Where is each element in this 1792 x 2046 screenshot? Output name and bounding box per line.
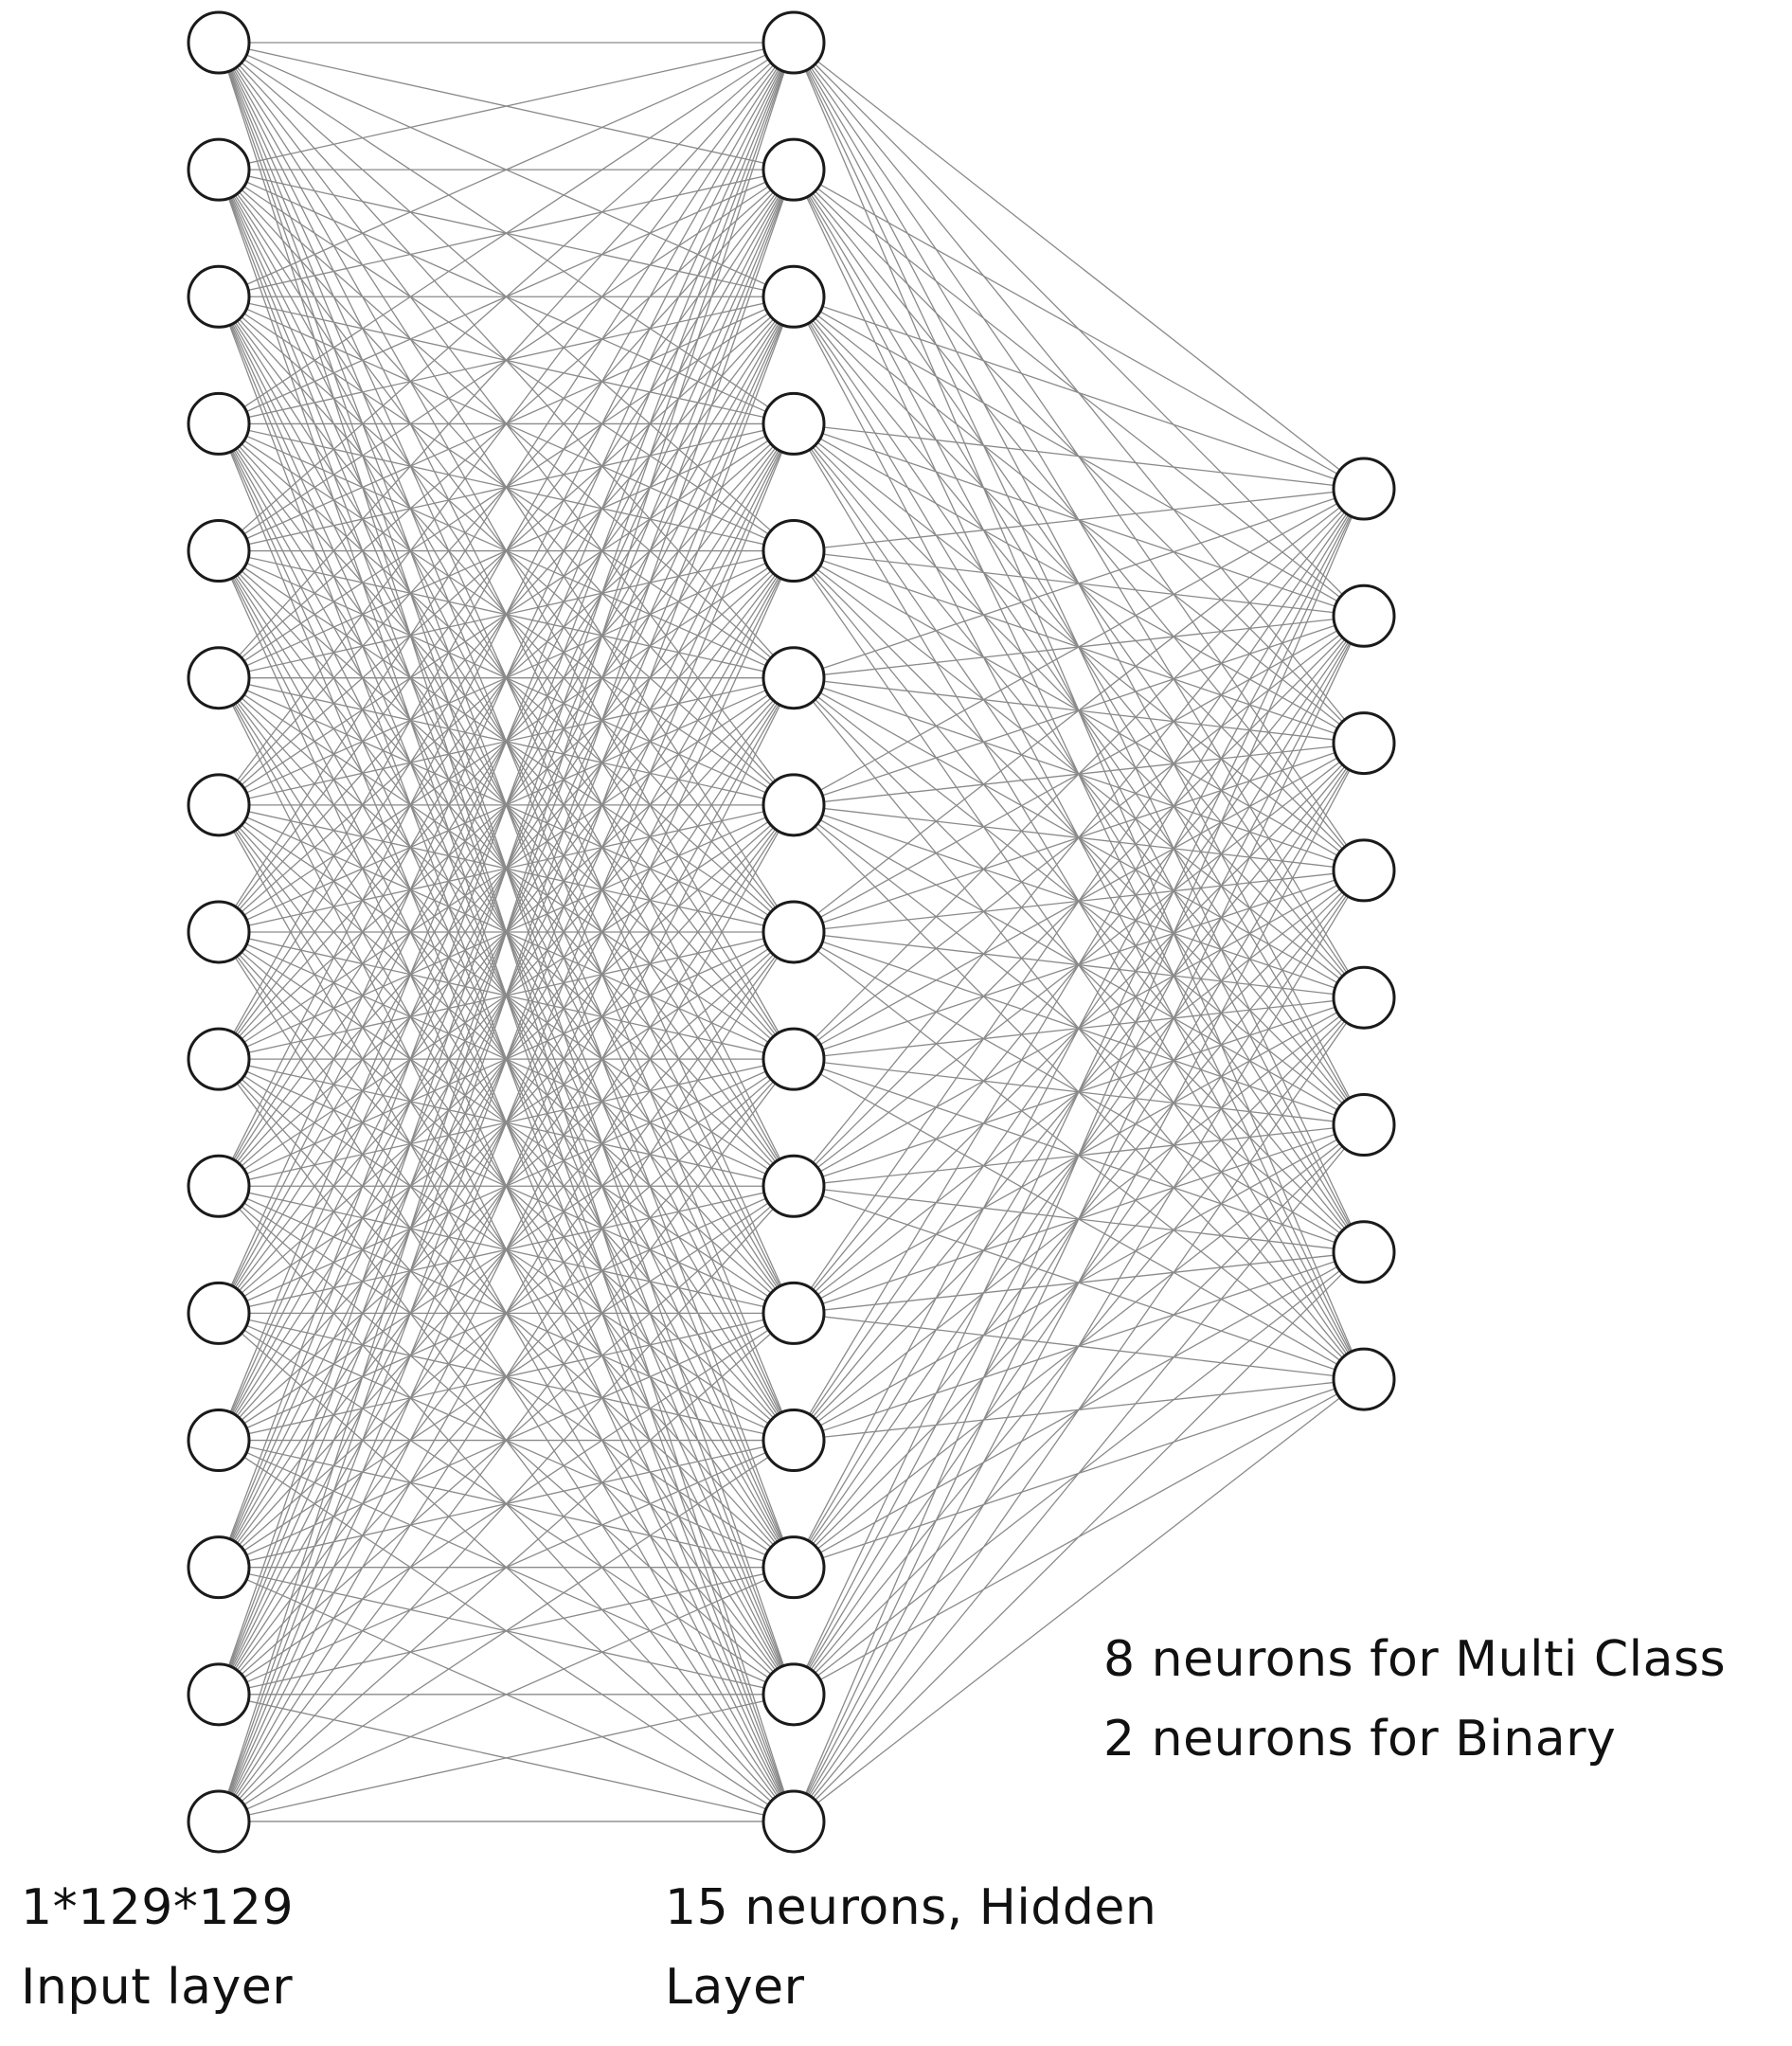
connection-input-15-to-hidden-11	[218, 1312, 795, 1822]
input-neuron-13	[187, 1535, 251, 1600]
hidden-neuron-8	[762, 900, 826, 964]
output-neuron-1	[1332, 457, 1396, 521]
input-layer-label-line-2: Input layer	[21, 1959, 294, 2016]
connection-hidden-7-to-output-1	[793, 488, 1365, 806]
connection-hidden-15-to-output-2	[793, 616, 1365, 1822]
connection-input-6-to-hidden-1	[218, 42, 795, 679]
hidden-neuron-13	[762, 1535, 826, 1600]
connection-hidden-14-to-output-1	[793, 488, 1365, 1696]
connection-hidden-10-to-output-1	[793, 488, 1365, 1187]
hidden-neuron-15	[762, 1789, 826, 1854]
hidden-neuron-12	[762, 1409, 826, 1473]
connection-input-3-to-hidden-1	[218, 42, 795, 297]
connection-hidden-6-to-output-1	[793, 488, 1365, 679]
connection-input-7-to-hidden-1	[218, 42, 795, 806]
input-layer-label: 1*129*129 Input layer	[21, 1868, 294, 2027]
input-neuron-9	[187, 1027, 251, 1091]
input-layer-label-line-1: 1*129*129	[21, 1879, 295, 1936]
connection-input-15-to-hidden-5	[218, 550, 795, 1822]
connection-hidden-11-to-output-1	[793, 488, 1365, 1314]
input-neuron-6	[187, 646, 251, 710]
connection-input-12-to-hidden-1	[218, 42, 795, 1441]
connection-hidden-15-to-output-8	[793, 1378, 1365, 1822]
connection-input-13-to-hidden-1	[218, 42, 795, 1568]
output-neuron-6	[1332, 1093, 1396, 1157]
connection-hidden-15-to-output-4	[793, 870, 1365, 1822]
hidden-neuron-5	[762, 519, 826, 583]
connection-hidden-13-to-output-1	[793, 488, 1365, 1568]
output-neuron-5	[1332, 965, 1396, 1030]
input-neuron-10	[187, 1154, 251, 1218]
hidden-neuron-7	[762, 773, 826, 837]
connection-hidden-4-to-output-1	[793, 422, 1365, 490]
connection-input-11-to-hidden-1	[218, 42, 795, 1314]
input-neuron-2	[187, 137, 251, 202]
connection-hidden-15-to-output-1	[793, 488, 1365, 1822]
input-neuron-3	[187, 264, 251, 329]
connection-hidden-12-to-output-1	[793, 488, 1365, 1441]
input-neuron-15	[187, 1789, 251, 1854]
connection-hidden-15-to-output-7	[793, 1251, 1365, 1822]
input-neuron-4	[187, 391, 251, 456]
connection-input-15-to-hidden-6	[218, 677, 795, 1822]
connection-input-5-to-hidden-1	[218, 42, 795, 552]
connection-input-9-to-hidden-1	[218, 42, 795, 1060]
connection-input-15-to-hidden-1	[218, 42, 795, 1822]
connection-input-15-to-hidden-3	[218, 296, 795, 1822]
connection-hidden-8-to-output-1	[793, 488, 1365, 933]
input-neuron-7	[187, 773, 251, 837]
connection-hidden-15-to-output-3	[793, 743, 1365, 1822]
connection-input-4-to-hidden-1	[218, 42, 795, 424]
input-neuron-14	[187, 1662, 251, 1727]
output-neuron-7	[1332, 1220, 1396, 1284]
hidden-neuron-6	[762, 646, 826, 710]
connection-input-14-to-hidden-1	[218, 42, 795, 1696]
hidden-layer-label-line-1: 15 neurons, Hidden	[665, 1879, 1157, 1936]
hidden-neuron-9	[762, 1027, 826, 1091]
output-layer-label: 8 neurons for Multi Class 2 neurons for …	[1103, 1620, 1726, 1779]
output-layer-label-line-1: 8 neurons for Multi Class	[1103, 1631, 1727, 1688]
hidden-neuron-2	[762, 137, 826, 202]
connection-input-15-to-hidden-12	[218, 1439, 795, 1822]
connection-input-15-to-hidden-13	[218, 1567, 795, 1822]
connection-input-2-to-hidden-1	[218, 42, 795, 170]
output-neuron-3	[1332, 711, 1396, 776]
connection-input-10-to-hidden-1	[218, 42, 795, 1187]
input-neuron-12	[187, 1409, 251, 1473]
connection-hidden-15-to-output-5	[793, 996, 1365, 1822]
connection-hidden-3-to-output-1	[793, 296, 1365, 490]
connection-input-15-to-hidden-9	[218, 1058, 795, 1822]
connection-input-15-to-hidden-8	[218, 931, 795, 1822]
connection-input-15-to-hidden-7	[218, 804, 795, 1822]
connection-hidden-15-to-output-6	[793, 1124, 1365, 1822]
output-neuron-2	[1332, 583, 1396, 648]
hidden-neuron-10	[762, 1154, 826, 1218]
output-neuron-4	[1332, 838, 1396, 903]
connection-input-15-to-hidden-10	[218, 1185, 795, 1822]
connection-hidden-1-to-output-1	[793, 42, 1365, 490]
hidden-layer-label: 15 neurons, Hidden Layer	[665, 1868, 1156, 2027]
hidden-neuron-14	[762, 1662, 826, 1727]
hidden-layer-label-line-2: Layer	[665, 1959, 805, 2016]
input-neuron-8	[187, 900, 251, 964]
connection-input-15-to-hidden-2	[218, 169, 795, 1822]
hidden-neuron-1	[762, 10, 826, 75]
input-neuron-5	[187, 519, 251, 583]
connection-hidden-9-to-output-1	[793, 488, 1365, 1060]
hidden-neuron-3	[762, 264, 826, 329]
hidden-neuron-4	[762, 391, 826, 456]
connection-input-15-to-hidden-14	[218, 1694, 795, 1822]
connections-group	[218, 42, 1365, 1822]
input-neuron-1	[187, 10, 251, 75]
neurons-group	[187, 10, 1396, 1854]
output-layer-label-line-2: 2 neurons for Binary	[1103, 1711, 1617, 1768]
hidden-neuron-11	[762, 1281, 826, 1345]
output-neuron-8	[1332, 1347, 1396, 1411]
connection-hidden-5-to-output-1	[793, 488, 1365, 552]
connection-input-15-to-hidden-4	[218, 423, 795, 1822]
input-neuron-11	[187, 1281, 251, 1345]
connection-input-8-to-hidden-1	[218, 42, 795, 933]
connection-hidden-2-to-output-1	[793, 169, 1365, 490]
